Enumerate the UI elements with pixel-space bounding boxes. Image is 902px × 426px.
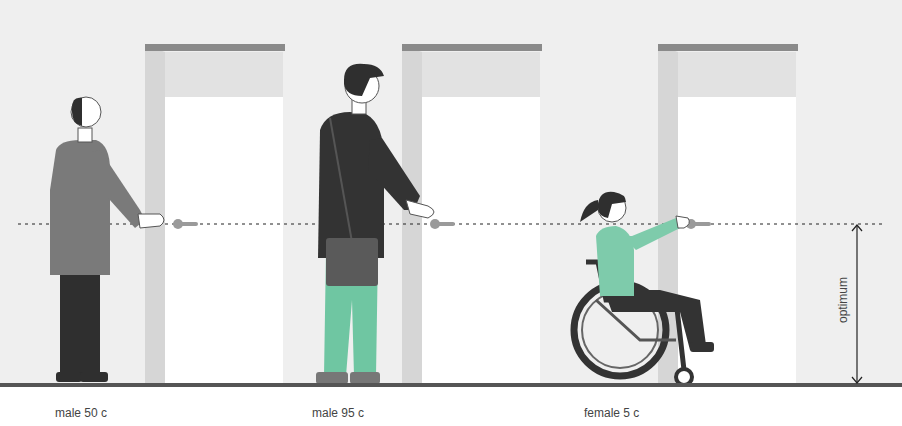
figure-caption: male 95 c [312, 406, 364, 420]
optimum-dimension [852, 225, 862, 383]
floor [0, 383, 902, 387]
door-2 [402, 44, 542, 385]
figure-male-50 [50, 97, 164, 382]
figure-caption: male 50 c [55, 406, 107, 420]
wall [0, 0, 902, 385]
handles [173, 219, 711, 229]
figure-female-5 [574, 192, 714, 385]
figure-male-95 [316, 64, 434, 384]
figure-caption: female 5 c [584, 406, 639, 420]
door-1 [145, 44, 285, 385]
dimension-label: optimum [836, 275, 850, 325]
